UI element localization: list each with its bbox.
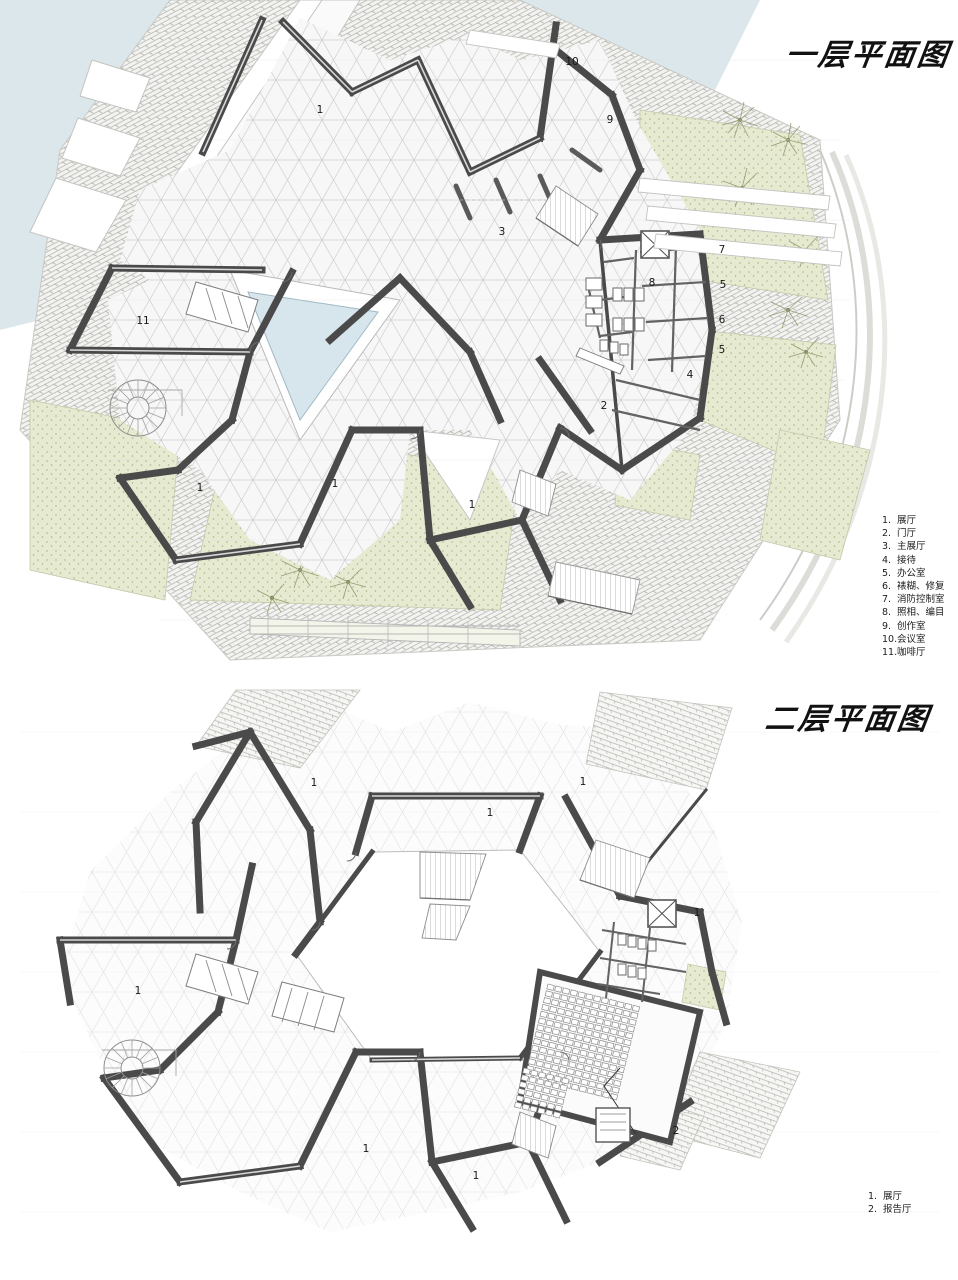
second-floor-plan-drawing [20, 689, 940, 1233]
legend-item-number: 8. [882, 607, 892, 619]
legend-item-number: 1. [868, 1191, 878, 1202]
legend-item: 9. 创作室 [882, 620, 945, 633]
legend-item-label: 裱糊、修复 [897, 581, 945, 593]
legend-item-label: 展厅 [883, 1191, 903, 1202]
room-number-label: 1 [486, 807, 494, 819]
legend-item: 1. 展厅 [882, 514, 945, 527]
legend-item-number: 7. [882, 594, 892, 606]
room-number-label: 1 [134, 985, 142, 997]
legend-item-number: 11. [882, 647, 898, 659]
legend-item-number: 6. [882, 581, 892, 593]
room-number-label: 1 [472, 1170, 480, 1182]
legend-item-label: 门厅 [897, 528, 917, 540]
legend-item-label: 办公室 [897, 567, 926, 579]
second-floor-legend: 1. 展厅 2. 报告厅 [868, 1190, 912, 1216]
legend-item-label: 主展厅 [897, 541, 926, 553]
legend-item-label: 报告厅 [883, 1204, 912, 1216]
legend-item: 2. 报告厅 [868, 1203, 912, 1216]
legend-item-number: 10. [882, 633, 898, 645]
legend-item: 8. 照相、编目 [882, 606, 945, 619]
legend-item: 3. 主展厅 [882, 540, 945, 553]
room-number-label: 1 [693, 907, 701, 919]
legend-item-number: 4. [882, 554, 892, 566]
legend-item: 4. 接待 [882, 554, 945, 567]
legend-item-label: 会议室 [897, 633, 926, 645]
legend-item-number: 2. [868, 1204, 878, 1216]
first-floor-legend: 1. 展厅 2. 门厅 3. 主展厅 4. 接待 5. 办公室 6. 裱糊、修复 7. 消防控制室 8. 照相… [882, 514, 945, 659]
legend-item-label: 消防控制室 [897, 594, 945, 606]
first-floor-plan-drawing [0, 0, 888, 661]
legend-item-number: 3. [882, 541, 892, 553]
legend-item: 11.咖啡厅 [882, 646, 945, 659]
legend-item-label: 创作室 [897, 620, 926, 632]
legend-item-number: 5. [882, 567, 892, 579]
legend-item: 7. 消防控制室 [882, 593, 945, 606]
legend-item-label: 接待 [897, 554, 917, 566]
legend-item: 10.会议室 [882, 633, 945, 646]
legend-item: 5. 办公室 [882, 567, 945, 580]
legend-item: 2. 门厅 [882, 527, 945, 540]
legend-item-label: 咖啡厅 [897, 647, 926, 659]
legend-item-label: 照相、编目 [897, 607, 945, 619]
legend-item: 1. 展厅 [868, 1190, 912, 1203]
legend-item-number: 9. [882, 620, 892, 632]
room-number-label: 1 [579, 776, 587, 788]
legend-item-number: 1. [882, 515, 892, 526]
room-number-label: 1 [310, 777, 318, 789]
legend-item: 6. 裱糊、修复 [882, 580, 945, 593]
room-number-label: 1 [362, 1143, 370, 1155]
room-number-label: 2 [672, 1125, 680, 1137]
legend-item-number: 2. [882, 528, 892, 540]
legend-item-label: 展厅 [897, 515, 917, 526]
